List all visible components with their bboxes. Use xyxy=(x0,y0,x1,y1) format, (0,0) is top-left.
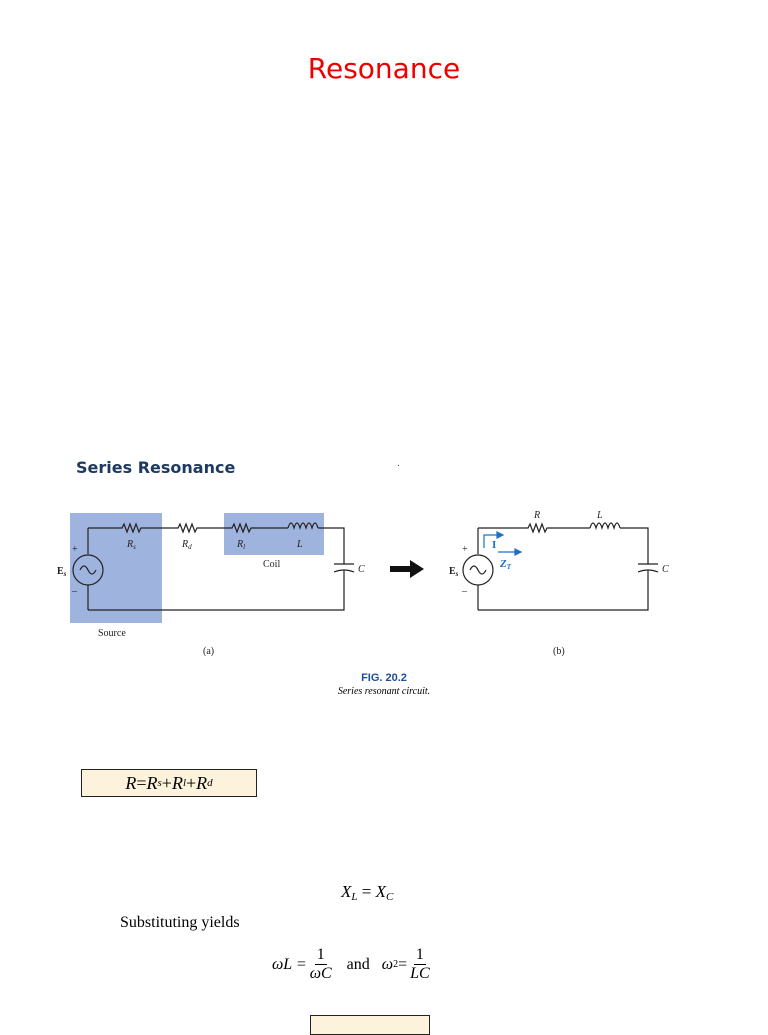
resonant-frequency-box xyxy=(310,1015,430,1035)
emf-minus-a: – xyxy=(71,586,78,597)
source-label: Source xyxy=(98,628,126,639)
resistor-rs-label: Rs xyxy=(126,539,136,551)
impedance-label: ZT xyxy=(499,558,512,571)
resistor-rd-label: Rd xyxy=(181,539,192,551)
emf-plus-a: + xyxy=(72,544,78,555)
capacitor-label-b: C xyxy=(662,564,669,575)
inductor-label-b: L xyxy=(596,510,603,521)
source-highlight xyxy=(70,513,162,623)
page-title: Resonance xyxy=(307,52,461,85)
panel-a-wiring xyxy=(72,522,355,611)
panel-b-label: (b) xyxy=(553,646,565,657)
resistor-r-label: R xyxy=(533,510,540,521)
panel-a-label: (a) xyxy=(203,646,214,657)
emf-label-a: Es xyxy=(57,566,67,578)
reactance-equation: XL = XC xyxy=(341,882,394,903)
resistor-rl-label: Rl xyxy=(236,539,245,551)
inductor-label-a: L xyxy=(296,539,303,550)
impedance-arrow xyxy=(498,548,523,556)
transform-arrow xyxy=(390,560,424,578)
series-resonant-circuit-figure: Rs Rd Rl L C Coil Source (a) + – Es xyxy=(57,510,669,657)
panel-b-wiring xyxy=(462,522,659,611)
section-heading: Series Resonance xyxy=(76,458,236,477)
figure-number: FIG. 20.2 xyxy=(361,672,407,684)
emf-label-b: Es xyxy=(449,566,459,578)
emf-plus-b: + xyxy=(462,544,468,555)
coil-label: Coil xyxy=(263,559,280,570)
capacitor-label-a: C xyxy=(358,564,365,575)
emf-minus-b: – xyxy=(461,586,468,597)
coil-highlight xyxy=(224,513,324,555)
stray-mark: . xyxy=(397,458,400,469)
current-label: I xyxy=(492,539,496,551)
substituting-text: Substituting yields xyxy=(120,914,240,931)
current-arrow xyxy=(483,531,505,548)
figure-caption: Series resonant circuit. xyxy=(337,686,431,697)
